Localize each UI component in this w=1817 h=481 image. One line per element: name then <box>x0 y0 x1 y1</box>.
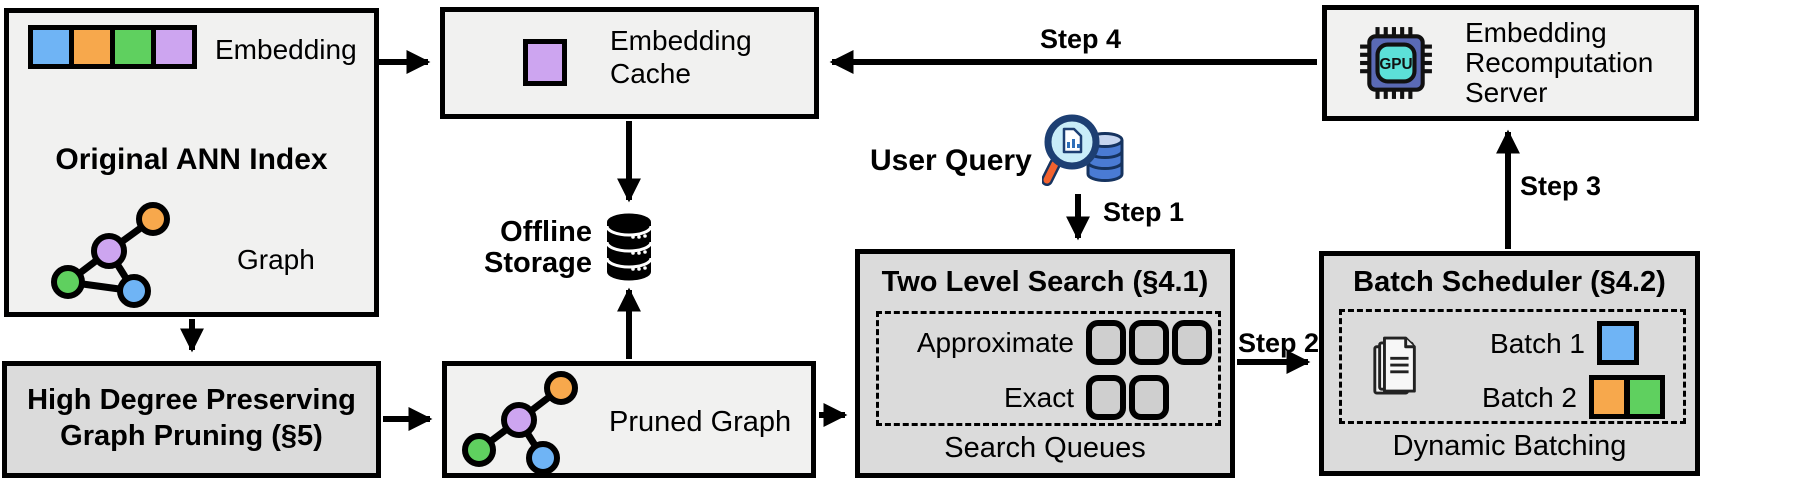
queue-slot-icon <box>1129 319 1169 365</box>
batch2-icons <box>1589 375 1665 419</box>
batch1-icons <box>1597 321 1639 365</box>
embedding-cell-purple <box>156 30 192 64</box>
batch1-label: Batch 1 <box>1490 327 1585 359</box>
pruning-label-line1: High Degree Preserving <box>27 384 356 416</box>
offline-storage-label: Offline Storage <box>484 216 592 279</box>
batch-scheduler-box: Batch Scheduler (§4.2) Batch 1 Batch 2 <box>1319 251 1700 476</box>
two-level-search-box: Two Level Search (§4.1) Approximate Exac… <box>855 249 1235 478</box>
dynamic-batching-caption: Dynamic Batching <box>1392 430 1627 462</box>
batch2-label: Batch 2 <box>1482 381 1577 413</box>
batch-scheduler-title: Batch Scheduler (§4.2) <box>1353 266 1666 298</box>
pruned-graph-icon <box>462 371 578 474</box>
step4-label: Step 4 <box>1040 24 1122 54</box>
batch-item-blue <box>1597 321 1639 365</box>
queue-slot-icon <box>1172 319 1212 365</box>
batch-item-orange <box>1589 375 1627 419</box>
batch1-row: Batch 1 <box>1452 318 1639 368</box>
batch-item-green <box>1627 375 1665 419</box>
server-label-line1: Embedding <box>1465 17 1607 48</box>
server-label-line2: Recomputation <box>1465 47 1654 78</box>
exact-queue-row: Exact <box>887 372 1169 422</box>
embedding-cell-blue <box>33 30 69 64</box>
pruning-label-line2: Graph Pruning (§5) <box>60 420 323 452</box>
graph-pruning-box: High Degree Preserving Graph Pruning (§5… <box>2 361 381 478</box>
queue-slot-icon <box>1129 374 1169 420</box>
original-ann-index-box: Embedding Original ANN Index Graph <box>4 8 379 317</box>
embedding-label: Embedding <box>215 34 357 65</box>
approximate-label: Approximate <box>916 326 1074 358</box>
embedding-cache-label-line2: Cache <box>610 58 691 89</box>
step3-label: Step 3 <box>1520 171 1602 201</box>
embedding-cell-orange <box>74 30 110 64</box>
queue-slot-icon <box>1086 319 1126 365</box>
server-label-line3: Server <box>1465 77 1548 108</box>
original-ann-index-title: Original ANN Index <box>55 143 328 176</box>
step1-label: Step 1 <box>1103 197 1185 227</box>
queue-slot-icon <box>1086 374 1126 420</box>
database-icon <box>605 213 653 281</box>
magnifier-glass <box>1042 114 1100 186</box>
exact-label: Exact <box>1003 381 1074 413</box>
search-queues-caption: Search Queues <box>944 432 1146 464</box>
batch2-row: Batch 2 <box>1452 372 1665 422</box>
graph-label: Graph <box>237 244 315 275</box>
approximate-queue-icons <box>1086 319 1212 365</box>
gpu-chip-text: GPU <box>1379 56 1412 73</box>
embedding-cell-green <box>115 30 151 64</box>
embedding-vector-icon <box>28 25 197 69</box>
recomputation-server-box: GPU Embedding Recomputation Server <box>1322 5 1699 121</box>
embedding-cache-label-line1: Embedding <box>610 25 752 56</box>
embedding-cache-box: Embedding Cache <box>440 7 819 119</box>
document-stack-icon <box>1373 336 1416 395</box>
step2-label: Step 2 <box>1238 328 1320 358</box>
approximate-queue-row: Approximate <box>887 317 1212 367</box>
embedding-cell-icon <box>523 39 567 86</box>
pruned-graph-box: Pruned Graph <box>442 361 816 478</box>
two-level-search-title: Two Level Search (§4.1) <box>881 266 1209 298</box>
dynamic-batching-group: Batch 1 Batch 2 <box>1339 309 1686 424</box>
exact-queue-icons <box>1086 374 1169 420</box>
user-query-label: User Query <box>870 144 1032 177</box>
gpu-chip-icon: GPU <box>1360 27 1432 99</box>
pruned-graph-label: Pruned Graph <box>609 406 792 438</box>
query-magnifier-icon <box>1042 114 1124 186</box>
graph-icon <box>51 202 170 308</box>
search-queues-group: Approximate Exact <box>876 311 1221 426</box>
